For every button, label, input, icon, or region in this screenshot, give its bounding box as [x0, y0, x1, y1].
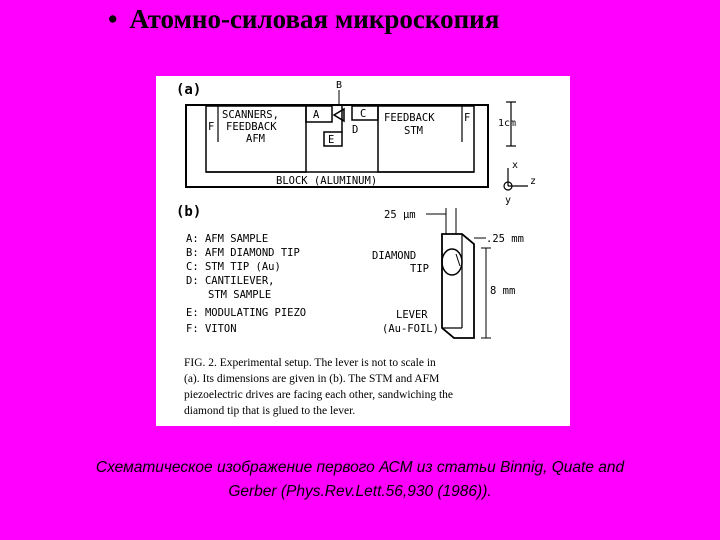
caption-line1: Схематическое изображение первого АСМ из… [95, 459, 625, 476]
legend-d: D: CANTILEVER, [186, 275, 275, 287]
slide-caption: Схематическое изображение первого АСМ из… [0, 456, 720, 504]
label-a: A [313, 109, 320, 121]
legend-a: A: AFM SAMPLE [186, 233, 268, 245]
slide-title-text: Атомно-силовая микроскопия [129, 4, 500, 34]
afm-label: AFM [246, 133, 265, 145]
stm-feedback-box [377, 105, 475, 173]
slide-title: • Атомно-силовая микроскопия [108, 4, 499, 35]
dim-25um-label: 25 μm [384, 209, 416, 221]
afm-scanner-box [205, 105, 307, 173]
modulating-piezo-box [323, 131, 343, 147]
dim-8mm-label: 8 mm [490, 285, 515, 297]
fig-caption-line2: (a). Its dimensions are given in (b). Th… [184, 373, 439, 385]
axis-y-label: y [505, 195, 511, 206]
label-b-top: B [336, 80, 342, 91]
feedback-afm-label: FEEDBACK [226, 121, 277, 133]
fig-caption-line4: diamond tip that is glued to the lever. [184, 405, 355, 417]
afm-sample-box [305, 105, 333, 123]
axis-z-label: z [530, 176, 536, 187]
panel-b-label: (b) [176, 204, 201, 220]
block-aluminum-label: BLOCK (ALUMINUM) [276, 175, 377, 187]
diamond-tip-drawing [441, 248, 463, 276]
aluminum-block-outline [185, 104, 489, 188]
legend-c: C: STM TIP (Au) [186, 261, 281, 273]
label-e: E [328, 134, 334, 146]
lever-label: LEVER [396, 309, 428, 321]
axis-y-origin [503, 181, 513, 191]
diamond-tip-wedge [332, 107, 345, 123]
legend-f: F: VITON [186, 323, 237, 335]
diamond-tip-label1: DIAMOND [372, 250, 416, 262]
legend-e: E: MODULATING PIEZO [186, 307, 306, 319]
label-d: D [352, 124, 358, 136]
label-f-left: F [208, 121, 214, 133]
scale-1cm-label: 1cm [498, 118, 516, 129]
stm-label: STM [404, 125, 423, 137]
lever-body [441, 233, 475, 339]
fig-caption-line3: piezoelectric drives are facing each oth… [184, 389, 453, 401]
afm-setup-diagram: (a) B SCANNERS, FEEDBACK AFM A E C D F F… [176, 80, 536, 417]
scanners-label: SCANNERS, [222, 109, 279, 121]
legend-d2: STM SAMPLE [208, 289, 271, 301]
caption-line2: Gerber (Phys.Rev.Lett.56,930 (1986)). [228, 483, 492, 500]
diamond-tip-facet [455, 253, 461, 267]
label-f-right: F [464, 112, 470, 124]
axis-x-label: x [512, 160, 518, 171]
diamond-tip-label2: TIP [410, 263, 429, 275]
label-c: C [360, 108, 366, 120]
panel-a-label: (a) [176, 82, 201, 98]
dim-025mm-label: .25 mm [486, 233, 524, 245]
feedback-stm-label: FEEDBACK [384, 112, 435, 124]
fig-caption-line1: FIG. 2. Experimental setup. The lever is… [184, 357, 436, 369]
bullet-glyph: • [108, 4, 118, 34]
lever-au-foil-label: (Au-FOIL) [382, 323, 439, 335]
afm-setup-figure: (a) B SCANNERS, FEEDBACK AFM A E C D F F… [156, 76, 570, 426]
legend-b: B: AFM DIAMOND TIP [186, 247, 300, 259]
